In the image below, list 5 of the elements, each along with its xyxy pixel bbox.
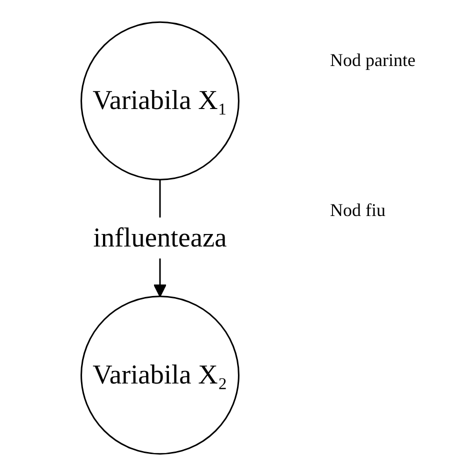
node-role-label: Nod parinte	[330, 50, 416, 71]
node-circle: Variabila X₂	[80, 296, 240, 455]
node-role-label: Nod fiu	[330, 200, 386, 221]
edge-label: influenteaza	[93, 222, 227, 252]
node-circle: Variabila X₁	[80, 21, 240, 180]
